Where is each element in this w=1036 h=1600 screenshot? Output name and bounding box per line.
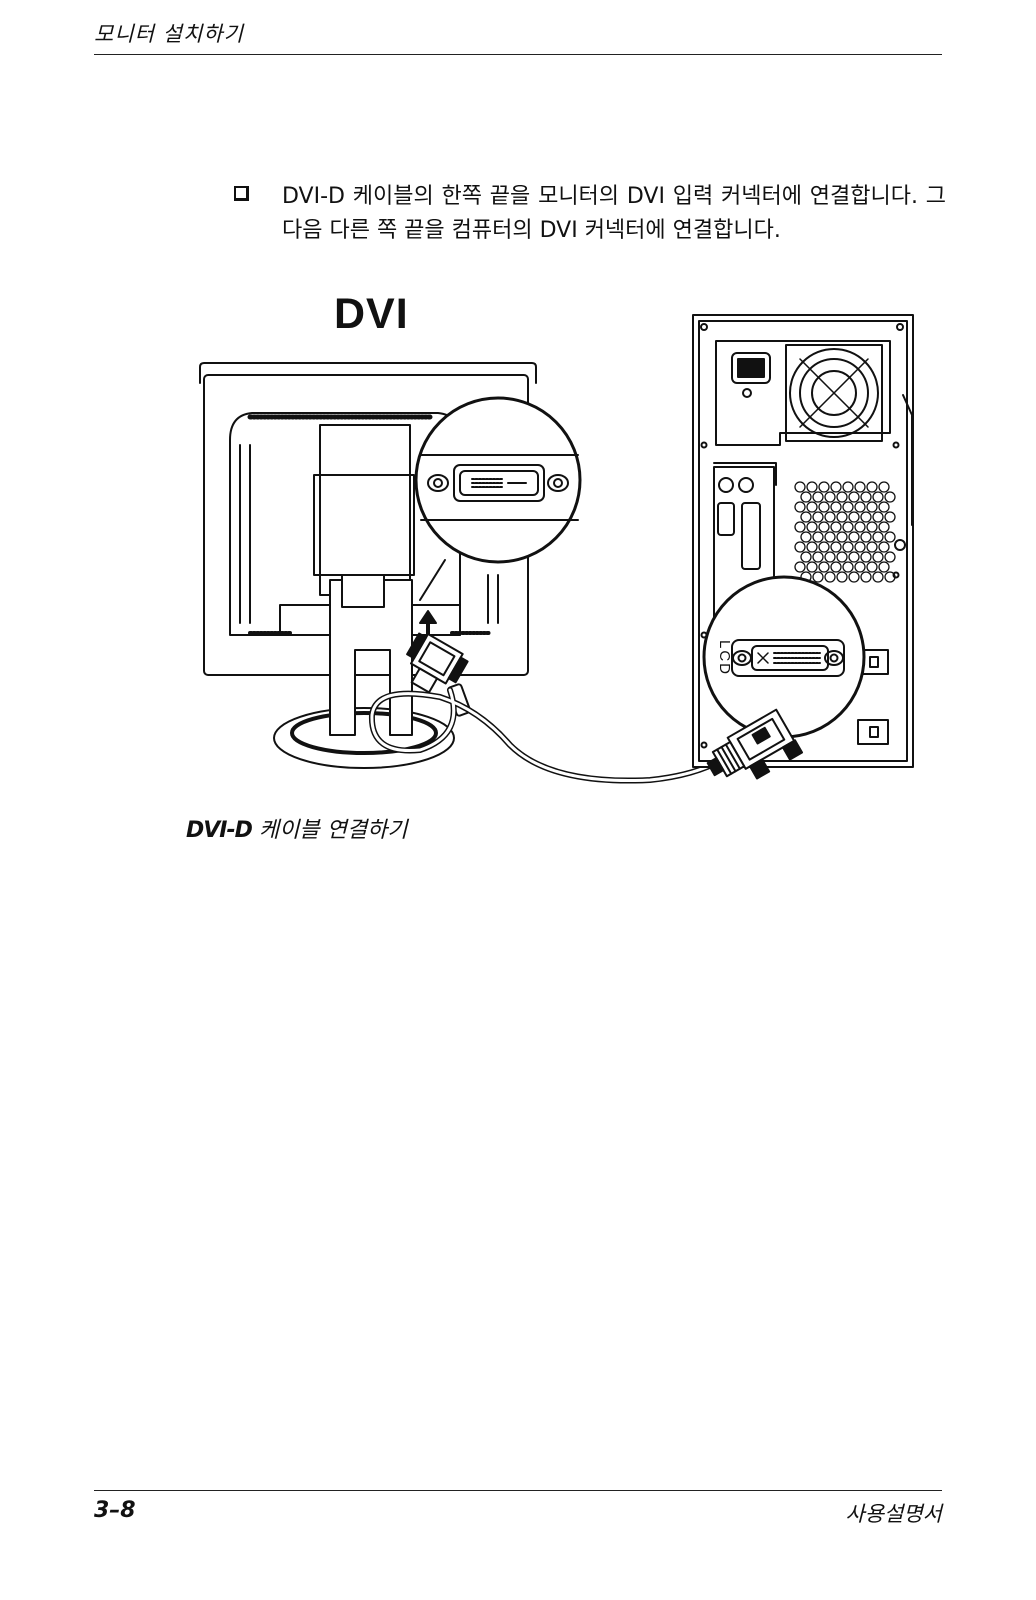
checkbox-bullet-icon <box>234 186 249 201</box>
instruction-text: DVI-D 케이블의 한쪽 끝을 모니터의 DVI 입력 커넥터에 연결합니다.… <box>282 184 946 243</box>
caption-prefix: DVI-D <box>186 818 253 843</box>
port-label-lcd: LCD <box>716 640 733 676</box>
header-rule <box>94 54 942 55</box>
running-header: 모니터 설치하기 <box>94 22 244 46</box>
footer-rule <box>94 1490 942 1491</box>
computer-dvi-port-magnifier <box>702 575 866 739</box>
figure-heading: DVI <box>334 290 409 338</box>
page-number: 3–8 <box>94 1498 136 1523</box>
dvi-connection-illustration: LCD <box>199 314 914 784</box>
caption-text: 케이블 연결하기 <box>251 818 408 843</box>
computer-dvi-connector <box>706 708 804 780</box>
footer-doc-title: 사용설명서 <box>845 1502 942 1526</box>
figure-caption: DVI-D 케이블 연결하기 <box>186 812 408 844</box>
monitor-dvi-port-magnifier <box>414 396 582 601</box>
